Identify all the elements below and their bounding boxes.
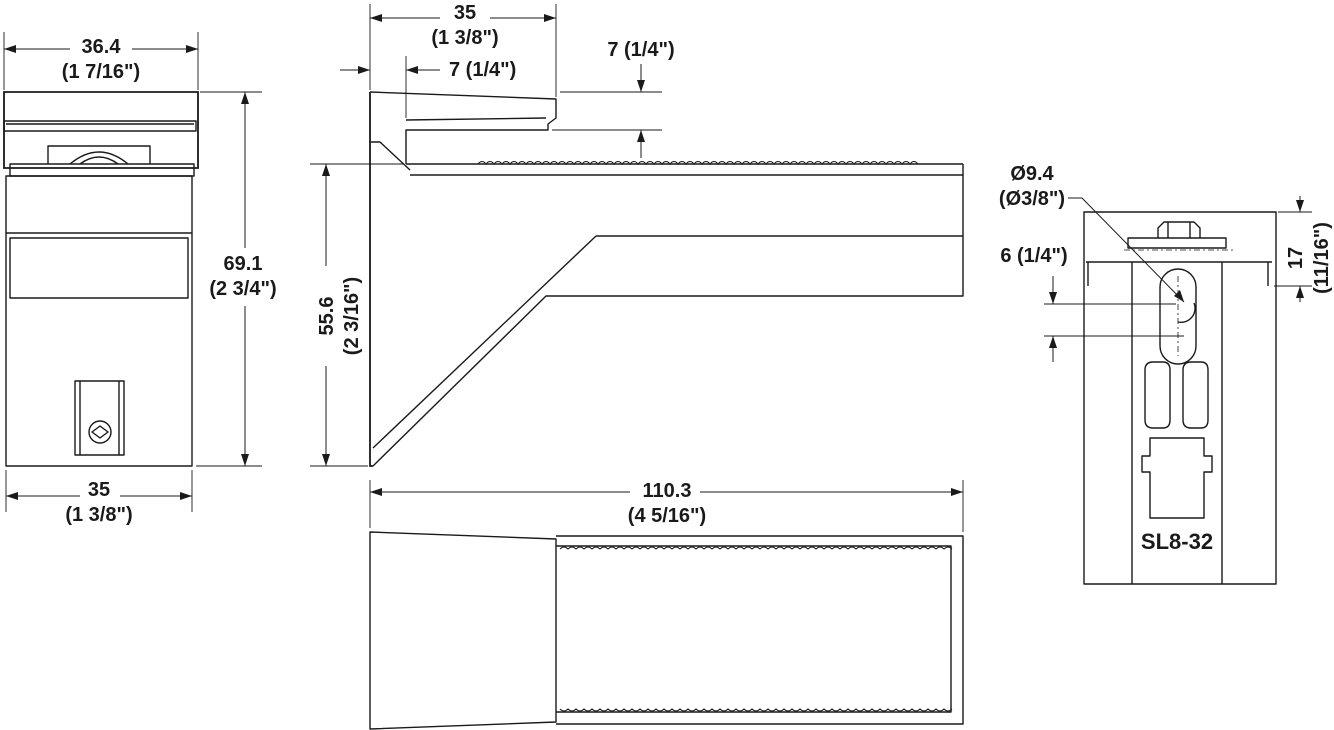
side-arm-height-inch: (2 3/16")	[341, 277, 363, 355]
side-jaw-gap: 7 (1/4")	[607, 39, 674, 61]
side-top-width-inch: (1 3/8")	[431, 27, 498, 49]
front-top-width-inch: (1 7/16")	[62, 61, 140, 83]
top-view: 110.3 (4 5/16")	[369, 480, 964, 730]
front-height-mm: 69.1	[224, 253, 263, 275]
side-top-width-mm: 35	[454, 2, 476, 24]
front-height-inch: (2 3/4")	[209, 278, 276, 300]
front-view: 36.4 (1 7/16") 35 (1 3/8") 69.1 (2 3/4")	[3, 32, 277, 526]
part-marking: SL8-32	[1141, 529, 1213, 554]
hole-diameter-mm: Ø9.4	[1010, 163, 1054, 185]
back-height-inch: (11/16")	[1311, 222, 1333, 294]
length-mm: 110.3	[643, 480, 692, 502]
front-top-width-mm: 36.4	[82, 36, 122, 58]
back-height-mm: 17	[1285, 247, 1307, 269]
front-bottom-width-mm: 35	[88, 479, 110, 501]
side-jaw-depth: 7 (1/4")	[449, 59, 516, 81]
front-bottom-width-inch: (1 3/8")	[65, 504, 132, 526]
back-view: SL8-32 Ø9.4 (Ø3/8") 6 (1/4") 17 (11/16")	[999, 163, 1333, 585]
length-inch: (4 5/16")	[628, 505, 706, 527]
hole-offset: 6 (1/4")	[1000, 245, 1067, 267]
hole-diameter-inch: (Ø3/8")	[999, 188, 1065, 210]
side-view: 35 (1 3/8") 7 (1/4") 7 (1/4") 55.6 (2 3/…	[310, 2, 964, 467]
side-arm-height-mm: 55.6	[316, 297, 338, 336]
